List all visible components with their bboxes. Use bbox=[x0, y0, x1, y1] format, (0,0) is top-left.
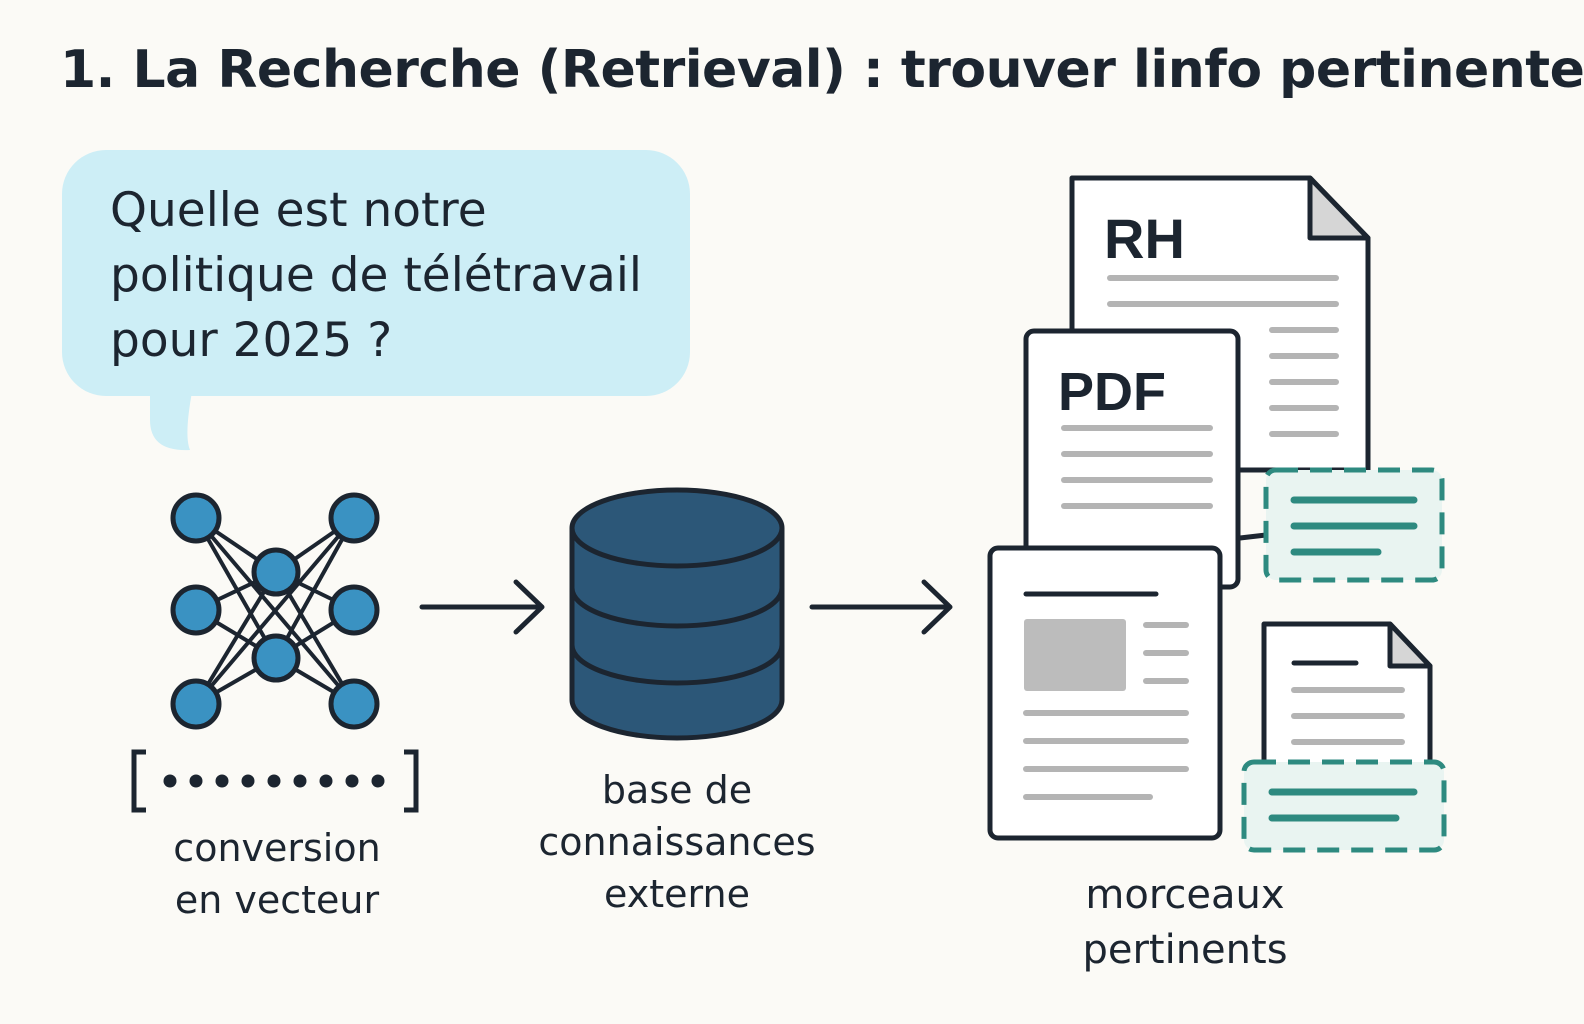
question-line: politique de télétravail bbox=[110, 248, 642, 303]
database-icon bbox=[569, 487, 785, 741]
arrow-right-icon bbox=[419, 579, 545, 635]
caption-line: externe bbox=[604, 872, 750, 916]
document-small-icon bbox=[1261, 621, 1433, 773]
chunks-caption: morceaux pertinents bbox=[1035, 868, 1335, 978]
vector-icon bbox=[131, 749, 419, 813]
caption-line: conversion bbox=[173, 826, 381, 870]
arrow-right-icon bbox=[809, 579, 953, 635]
caption-line: base de bbox=[601, 768, 753, 812]
vector-caption: conversion en vecteur bbox=[137, 822, 417, 926]
retrieval-diagram: RH PDF bbox=[62, 150, 1447, 853]
caption-line: connaissances bbox=[538, 820, 816, 864]
question-line: pour 2025 ? bbox=[110, 313, 393, 368]
knowledge-base-caption: base de connaissances externe bbox=[512, 764, 842, 920]
caption-line: pertinents bbox=[1082, 927, 1288, 973]
speech-bubble bbox=[62, 150, 690, 451]
highlighted-chunk bbox=[1239, 467, 1445, 583]
page-title: 1. La Recherche (Retrieval) : trouver li… bbox=[60, 40, 1584, 100]
question-line: Quelle est notre bbox=[110, 183, 487, 238]
caption-line: en vecteur bbox=[174, 878, 380, 922]
document-label: PDF bbox=[1058, 362, 1166, 422]
neural-network-icon bbox=[170, 492, 380, 730]
document-label: RH bbox=[1104, 207, 1185, 270]
highlighted-chunk bbox=[1241, 759, 1447, 853]
document-icon bbox=[987, 545, 1223, 841]
question-text: Quelle est notre politique de télétravai… bbox=[110, 178, 670, 373]
caption-line: morceaux bbox=[1085, 872, 1285, 918]
